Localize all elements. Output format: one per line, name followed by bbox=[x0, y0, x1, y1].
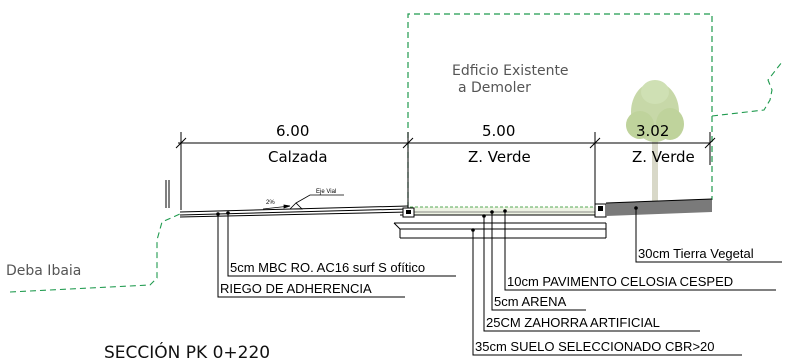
layer-label-suelo: 35cm SUELO SELECCIONADO CBR>20 bbox=[475, 339, 715, 354]
river-label: Deba Ibaia bbox=[6, 263, 81, 279]
section-title: SECCIÓN PK 0+220 bbox=[104, 341, 270, 363]
layer-label-zahorra: 25CM ZAHORRA ARTIFICIAL bbox=[486, 315, 660, 330]
building-label-line2: a Demoler bbox=[458, 80, 531, 96]
slope-label: 2% bbox=[266, 200, 275, 206]
dim-label-calzada: Calzada bbox=[268, 148, 328, 166]
leader-dots bbox=[216, 206, 638, 232]
existing-building-outline bbox=[407, 13, 713, 208]
dim-value-zverde-2: 3.02 bbox=[636, 122, 669, 140]
layer-label-mbc: 5cm MBC RO. AC16 surf S ofítico bbox=[230, 260, 425, 275]
tree-icon bbox=[626, 80, 684, 202]
layer-label-tierra: 30cm Tierra Vegetal bbox=[638, 246, 754, 261]
leader-lines bbox=[217, 208, 782, 356]
green-zone-pavement bbox=[393, 206, 610, 239]
layer-label-riego: RIEGO DE ADHERENCIA bbox=[220, 281, 372, 296]
left-terrain-line bbox=[9, 213, 181, 293]
axis-label: Eje Vial bbox=[316, 189, 336, 195]
curb-left bbox=[402, 207, 415, 218]
wall-marks bbox=[165, 180, 170, 208]
right-terrain-line bbox=[711, 61, 783, 117]
axis-marker bbox=[262, 194, 344, 210]
dim-value-zverde-1: 5.00 bbox=[482, 122, 515, 140]
dimension-line bbox=[175, 132, 716, 210]
topsoil-area bbox=[605, 198, 713, 216]
dim-label-zverde-1: Z. Verde bbox=[468, 148, 531, 166]
dim-value-calzada: 6.00 bbox=[276, 122, 309, 140]
curb-right bbox=[594, 203, 607, 218]
dim-label-zverde-2: Z. Verde bbox=[632, 148, 695, 166]
road-surface bbox=[179, 205, 409, 218]
layer-label-pavimento: 10cm PAVIMENTO CELOSIA CESPED bbox=[507, 274, 733, 289]
layer-label-arena: 5cm ARENA bbox=[494, 294, 567, 309]
building-label-line1: Edficio Existente bbox=[452, 63, 569, 79]
